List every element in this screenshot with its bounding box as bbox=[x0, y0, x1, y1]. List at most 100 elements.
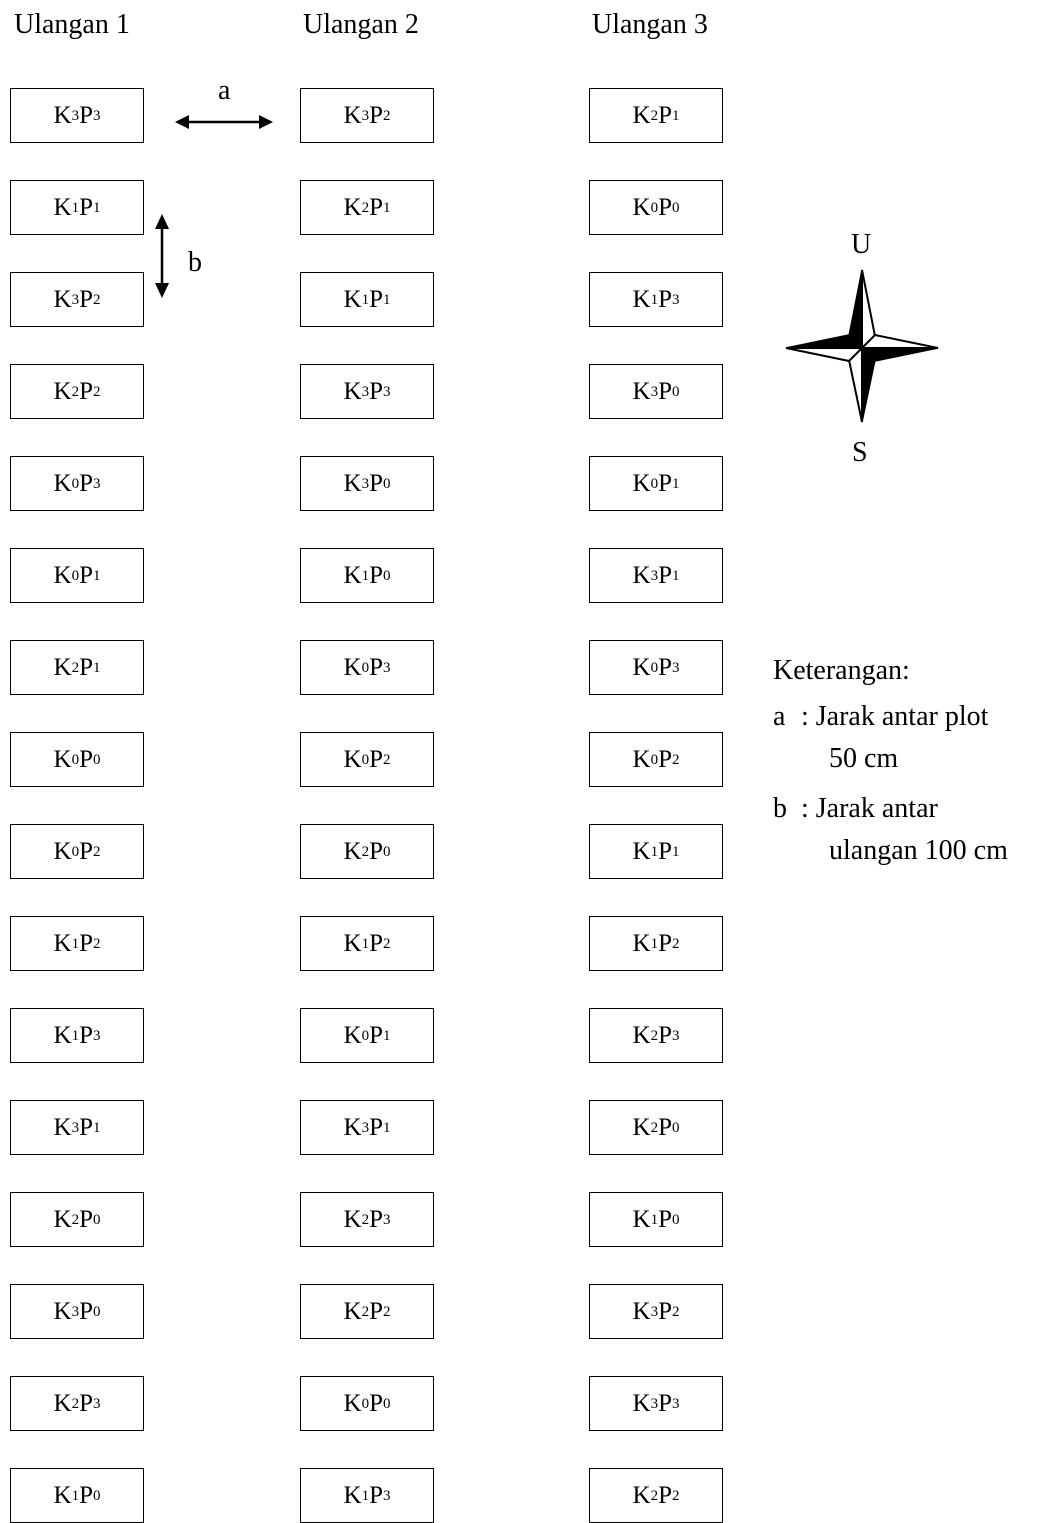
plot-k-letter: K bbox=[632, 654, 651, 681]
plot-k-letter: K bbox=[343, 1298, 362, 1325]
plot-p-letter: P bbox=[369, 1390, 383, 1417]
legend-text-line: : Jarak antar bbox=[801, 793, 938, 824]
plot-p-letter: P bbox=[79, 562, 93, 589]
plot-p-letter: P bbox=[79, 286, 93, 313]
plot-k-letter: K bbox=[343, 102, 362, 129]
plot-k-letter: K bbox=[343, 1390, 362, 1417]
plot-p-letter: P bbox=[79, 470, 93, 497]
dimension-label-a: a bbox=[218, 75, 231, 106]
legend-text-line: ulangan 100 cm bbox=[829, 835, 1008, 866]
plot-p-letter: P bbox=[369, 838, 383, 865]
plot-p-letter: P bbox=[658, 470, 672, 497]
plot-p-letter: P bbox=[79, 746, 93, 773]
plot-p-letter: P bbox=[369, 102, 383, 129]
plot-p-letter: P bbox=[79, 654, 93, 681]
plot-k-letter: K bbox=[343, 654, 362, 681]
plot-k-letter: K bbox=[632, 194, 651, 221]
plot-k-letter: K bbox=[632, 562, 651, 589]
plot-k-letter: K bbox=[632, 930, 651, 957]
plot-k-letter: K bbox=[343, 838, 362, 865]
plot-k-letter: K bbox=[632, 746, 651, 773]
vertical-arrow-icon bbox=[155, 214, 169, 298]
plot-k-letter: K bbox=[343, 930, 362, 957]
plot-k-letter: K bbox=[53, 838, 72, 865]
plot-k-letter: K bbox=[53, 1298, 72, 1325]
plot-k-letter: K bbox=[53, 746, 72, 773]
plot-p-letter: P bbox=[658, 1482, 672, 1509]
plot-k-letter: K bbox=[632, 470, 651, 497]
plot-p-letter: P bbox=[369, 1482, 383, 1509]
plot-k-letter: K bbox=[343, 1206, 362, 1233]
plot-k-letter: K bbox=[632, 1390, 651, 1417]
legend-text-line: : Jarak antar plot bbox=[801, 701, 989, 732]
plot-k-letter: K bbox=[53, 1482, 72, 1509]
plot-p-letter: P bbox=[658, 378, 672, 405]
plot-p-letter: P bbox=[369, 1298, 383, 1325]
horizontal-arrow-icon bbox=[175, 115, 273, 129]
plot-p-letter: P bbox=[369, 746, 383, 773]
plot-p-letter: P bbox=[658, 1298, 672, 1325]
plot-k-letter: K bbox=[632, 1206, 651, 1233]
plot-k-letter: K bbox=[343, 1114, 362, 1141]
plot-p-letter: P bbox=[658, 838, 672, 865]
plot-k-letter: K bbox=[53, 1114, 72, 1141]
plot-k-letter: K bbox=[53, 1206, 72, 1233]
plot-p-letter: P bbox=[79, 1482, 93, 1509]
plot-p-letter: P bbox=[79, 1022, 93, 1049]
plot-k-letter: K bbox=[632, 838, 651, 865]
plot-p-letter: P bbox=[369, 378, 383, 405]
plot-k-letter: K bbox=[53, 470, 72, 497]
legend-key: b bbox=[773, 793, 787, 824]
plot-k-letter: K bbox=[343, 562, 362, 589]
plot-k-letter: K bbox=[53, 562, 72, 589]
legend-text: : Jarak antar plot 50 cm bbox=[801, 696, 1038, 780]
plot-p-letter: P bbox=[79, 194, 93, 221]
dimension-label-b: b bbox=[188, 247, 202, 278]
plot-p-letter: P bbox=[658, 1114, 672, 1141]
plot-p-letter: P bbox=[658, 286, 672, 313]
plot-p-letter: P bbox=[79, 1298, 93, 1325]
plot-k-letter: K bbox=[343, 746, 362, 773]
plot-k-letter: K bbox=[343, 194, 362, 221]
plot-p-letter: P bbox=[369, 562, 383, 589]
plot-k-letter: K bbox=[53, 378, 72, 405]
plot-k-letter: K bbox=[53, 1022, 72, 1049]
plot-p-letter: P bbox=[369, 930, 383, 957]
column-header-ulangan-1: Ulangan 1 bbox=[14, 9, 130, 40]
plot-p-letter: P bbox=[79, 838, 93, 865]
plot-p-letter: P bbox=[79, 378, 93, 405]
plot-k-letter: K bbox=[53, 102, 72, 129]
plot-p-letter: P bbox=[658, 562, 672, 589]
plot-k-letter: K bbox=[632, 1114, 651, 1141]
plot-p-letter: P bbox=[79, 102, 93, 129]
plot-k-letter: K bbox=[53, 654, 72, 681]
plot-p-letter: P bbox=[79, 1390, 93, 1417]
